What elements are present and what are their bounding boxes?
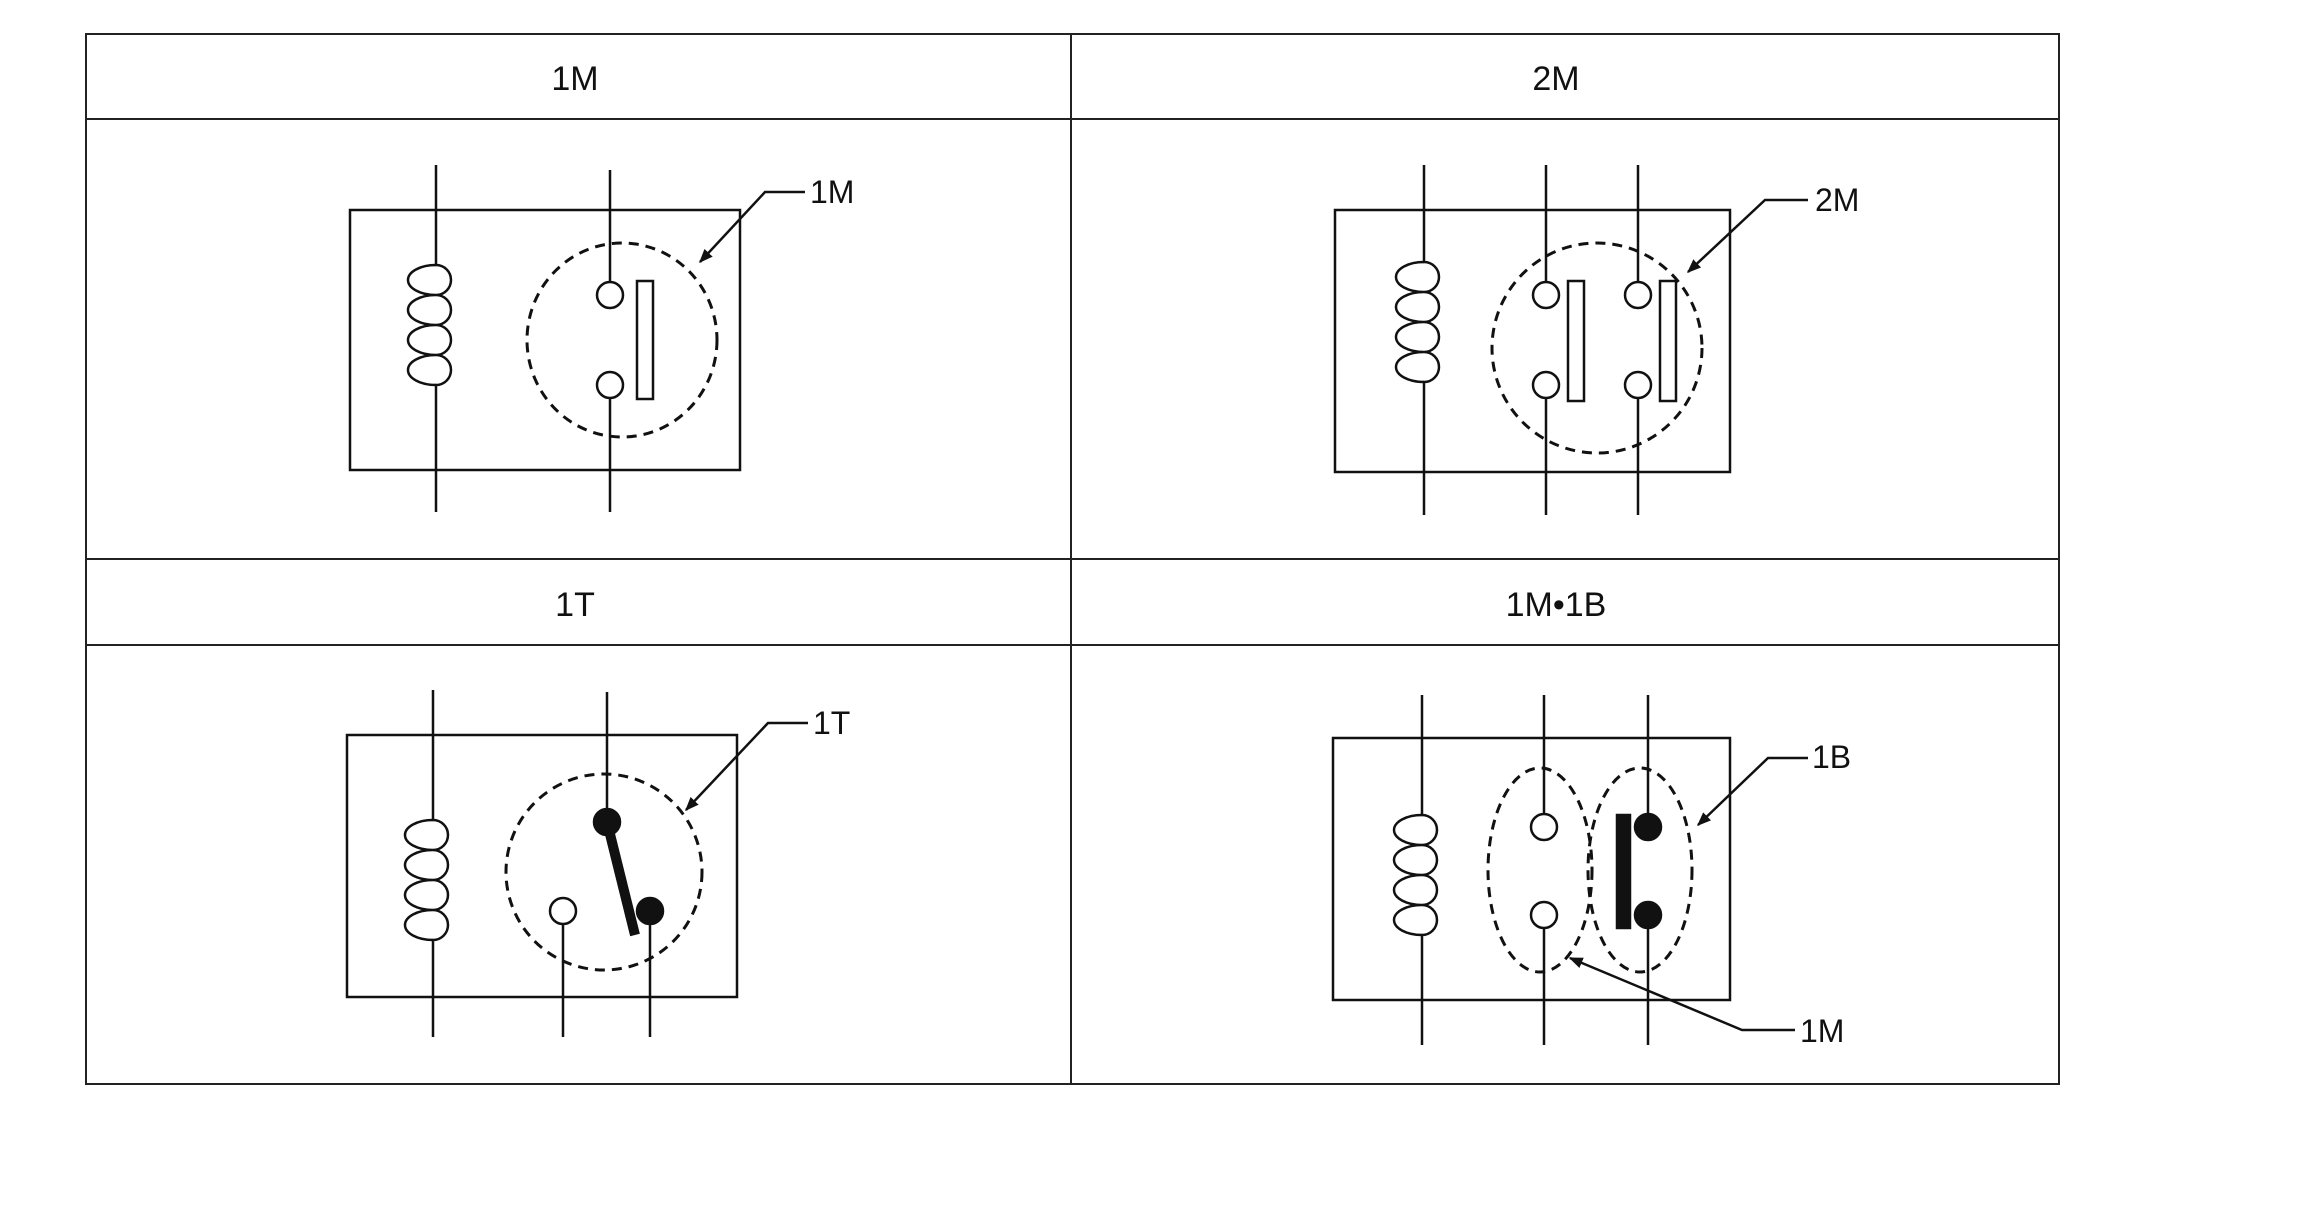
terminal-open [1531,370,1561,400]
terminal-closed [635,896,665,926]
callout-outline [1586,766,1694,974]
relay-body [345,733,739,999]
callout-outline [504,772,704,972]
terminal-open [548,896,578,926]
callout-outline [1490,241,1704,455]
callout-arrow [1568,956,1795,1032]
transfer-arm [602,820,640,937]
cell-title-2m: 2M [1532,60,1579,98]
callout-arrow [699,190,805,264]
contact-bar-closed [1615,813,1632,930]
terminal-open [1623,280,1653,310]
callout-arrow [685,721,808,812]
relay-symbol-1t [345,690,808,1037]
callout-label-1b: 1B [1812,739,1851,775]
callout-label-1m-second: 1M [1800,1013,1844,1049]
relay-symbol-1m-1b [1331,695,1808,1045]
callout-outline [1486,766,1594,974]
callout-label-1t: 1T [813,705,850,741]
cell-title-1t: 1T [555,586,595,624]
relay-body [1333,208,1732,474]
table-grid [85,33,2060,1085]
callout-arrow [1686,198,1808,273]
coil-icon [1394,165,1441,515]
callout-label-2m: 2M [1815,182,1859,218]
contact-bar-open [1658,279,1678,403]
coil-icon [1392,695,1439,1045]
callout-label-1m: 1M [810,174,854,210]
relay-body [1331,736,1732,1002]
cell-title-1m-1b: 1M•1B [1506,586,1607,624]
terminal-open [1529,900,1559,930]
coil-icon [403,690,450,1037]
terminal-open [1531,280,1561,310]
relay-symbol-2m [1333,165,1808,515]
relay-symbol-1m [348,165,805,512]
terminal-open [595,280,625,310]
terminal-closed [1633,900,1663,930]
coil-icon [406,165,453,512]
terminal-open [1623,370,1653,400]
contact-bar-open [635,279,655,401]
terminal-open [1529,812,1559,842]
contact-bar-open [1566,279,1586,403]
terminal-closed [1633,812,1663,842]
callout-outline [525,241,719,439]
callout-arrow [1696,756,1808,826]
cell-title-1m: 1M [551,60,598,98]
terminal-open [595,370,625,400]
relay-body [348,208,742,472]
